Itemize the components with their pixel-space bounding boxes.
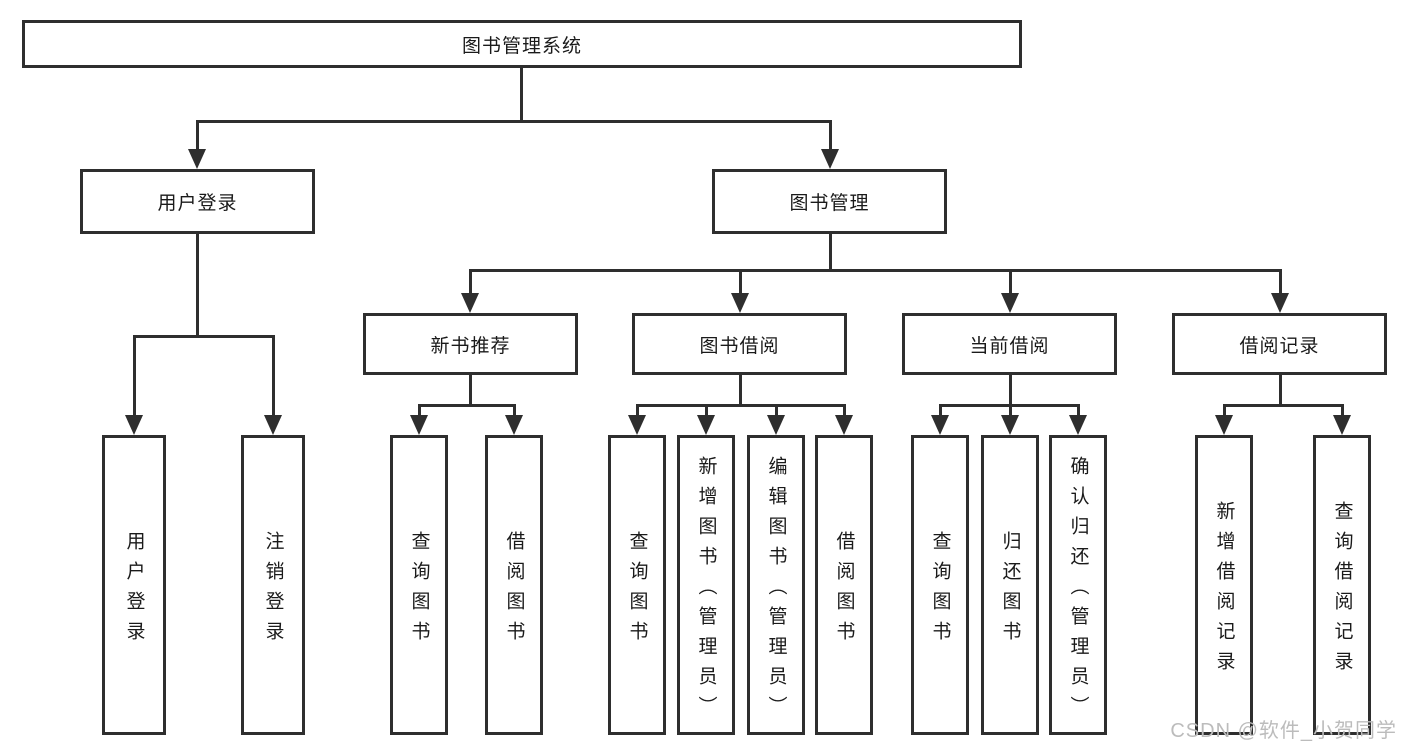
- node-label: 查询图书: [408, 530, 430, 651]
- connector-line: [1008, 404, 1012, 417]
- connector-line: [828, 120, 832, 151]
- arrowhead-down-icon: [125, 415, 143, 435]
- connector-line: [195, 120, 832, 123]
- node-label: 新书推荐: [430, 335, 511, 357]
- node-leaf-confirm-return-admin: 确认归还（管理员）: [1049, 435, 1107, 735]
- node-label: 借阅记录: [1239, 335, 1320, 357]
- connector-line: [195, 120, 199, 151]
- connector-line: [1278, 375, 1282, 406]
- connector-line: [1222, 404, 1344, 407]
- connector-line: [1340, 404, 1344, 417]
- node-label: 新增图书（管理员）: [695, 455, 717, 726]
- arrowhead-down-icon: [1069, 415, 1087, 435]
- connector-line: [635, 404, 846, 407]
- connector-line: [1222, 404, 1226, 417]
- node-label: 编辑图书（管理员）: [765, 455, 787, 726]
- connector-line: [271, 335, 275, 417]
- connector-line: [842, 404, 846, 417]
- connector-line: [468, 375, 472, 406]
- node-current-borrowing: 当前借阅: [902, 313, 1117, 375]
- connector-line: [417, 404, 421, 417]
- arrowhead-down-icon: [1333, 415, 1351, 435]
- node-leaf-borrow-books: 借阅图书: [815, 435, 873, 735]
- arrowhead-down-icon: [1215, 415, 1233, 435]
- node-library-management-system: 图书管理系统: [22, 20, 1022, 68]
- node-label: 查询图书: [626, 530, 648, 651]
- arrowhead-down-icon: [835, 415, 853, 435]
- node-new-book-recommendation: 新书推荐: [363, 313, 578, 375]
- node-label: 查询图书: [929, 530, 951, 651]
- node-label: 归还图书: [999, 530, 1021, 651]
- arrowhead-down-icon: [731, 293, 749, 313]
- connector-line: [468, 269, 1282, 272]
- node-user-login: 用户登录: [80, 169, 315, 234]
- node-label: 确认归还（管理员）: [1067, 455, 1089, 726]
- arrowhead-down-icon: [264, 415, 282, 435]
- connector-line: [1008, 269, 1012, 295]
- connector-line: [132, 335, 136, 417]
- connector-line: [1008, 375, 1012, 406]
- arrowhead-down-icon: [767, 415, 785, 435]
- node-leaf-query-books-current: 查询图书: [911, 435, 969, 735]
- node-leaf-add-borrow-record: 新增借阅记录: [1195, 435, 1253, 735]
- arrowhead-down-icon: [931, 415, 949, 435]
- connector-line: [1076, 404, 1080, 417]
- connector-line: [828, 234, 832, 271]
- connector-line: [1278, 269, 1282, 295]
- node-label: 图书管理: [789, 193, 870, 214]
- node-book-management: 图书管理: [712, 169, 947, 234]
- node-label: 图书借阅: [699, 335, 780, 357]
- connector-line: [195, 234, 199, 337]
- arrowhead-down-icon: [505, 415, 523, 435]
- connector-line: [512, 404, 516, 417]
- node-leaf-add-books-admin: 新增图书（管理员）: [677, 435, 735, 735]
- node-label: 图书管理系统: [461, 35, 582, 57]
- arrowhead-down-icon: [628, 415, 646, 435]
- connector-line: [938, 404, 942, 417]
- connector-line: [468, 269, 472, 295]
- connector-line: [417, 404, 516, 407]
- arrowhead-down-icon: [188, 149, 206, 169]
- arrowhead-down-icon: [821, 149, 839, 169]
- node-leaf-logout: 注销登录: [241, 435, 305, 735]
- node-label: 新增借阅记录: [1213, 500, 1235, 681]
- node-book-borrowing: 图书借阅: [632, 313, 847, 375]
- node-leaf-borrow-books-recommend: 借阅图书: [485, 435, 543, 735]
- connector-line: [774, 404, 778, 417]
- arrowhead-down-icon: [1001, 415, 1019, 435]
- connector-line: [519, 68, 523, 122]
- arrowhead-down-icon: [410, 415, 428, 435]
- node-leaf-user-login: 用户登录: [102, 435, 166, 735]
- connector-line: [635, 404, 639, 417]
- node-label: 注销登录: [262, 530, 284, 651]
- node-label: 查询借阅记录: [1331, 500, 1353, 681]
- node-leaf-return-books: 归还图书: [981, 435, 1039, 735]
- connector-line: [704, 404, 708, 417]
- node-label: 用户登录: [123, 530, 145, 651]
- arrowhead-down-icon: [1001, 293, 1019, 313]
- node-label: 用户登录: [157, 193, 238, 214]
- node-borrowing-records: 借阅记录: [1172, 313, 1387, 375]
- csdn-watermark: CSDN @软件_小贺同学: [1170, 720, 1397, 742]
- connector-line: [738, 375, 742, 406]
- node-label: 借阅图书: [503, 530, 525, 651]
- arrowhead-down-icon: [697, 415, 715, 435]
- connector-line: [132, 335, 275, 338]
- node-leaf-query-books-recommend: 查询图书: [390, 435, 448, 735]
- node-label: 当前借阅: [969, 335, 1050, 357]
- node-leaf-query-borrow-record: 查询借阅记录: [1313, 435, 1371, 735]
- node-leaf-edit-books-admin: 编辑图书（管理员）: [747, 435, 805, 735]
- arrowhead-down-icon: [461, 293, 479, 313]
- arrowhead-down-icon: [1271, 293, 1289, 313]
- connector-line: [738, 269, 742, 295]
- node-label: 借阅图书: [833, 530, 855, 651]
- node-leaf-query-books-borrowing: 查询图书: [608, 435, 666, 735]
